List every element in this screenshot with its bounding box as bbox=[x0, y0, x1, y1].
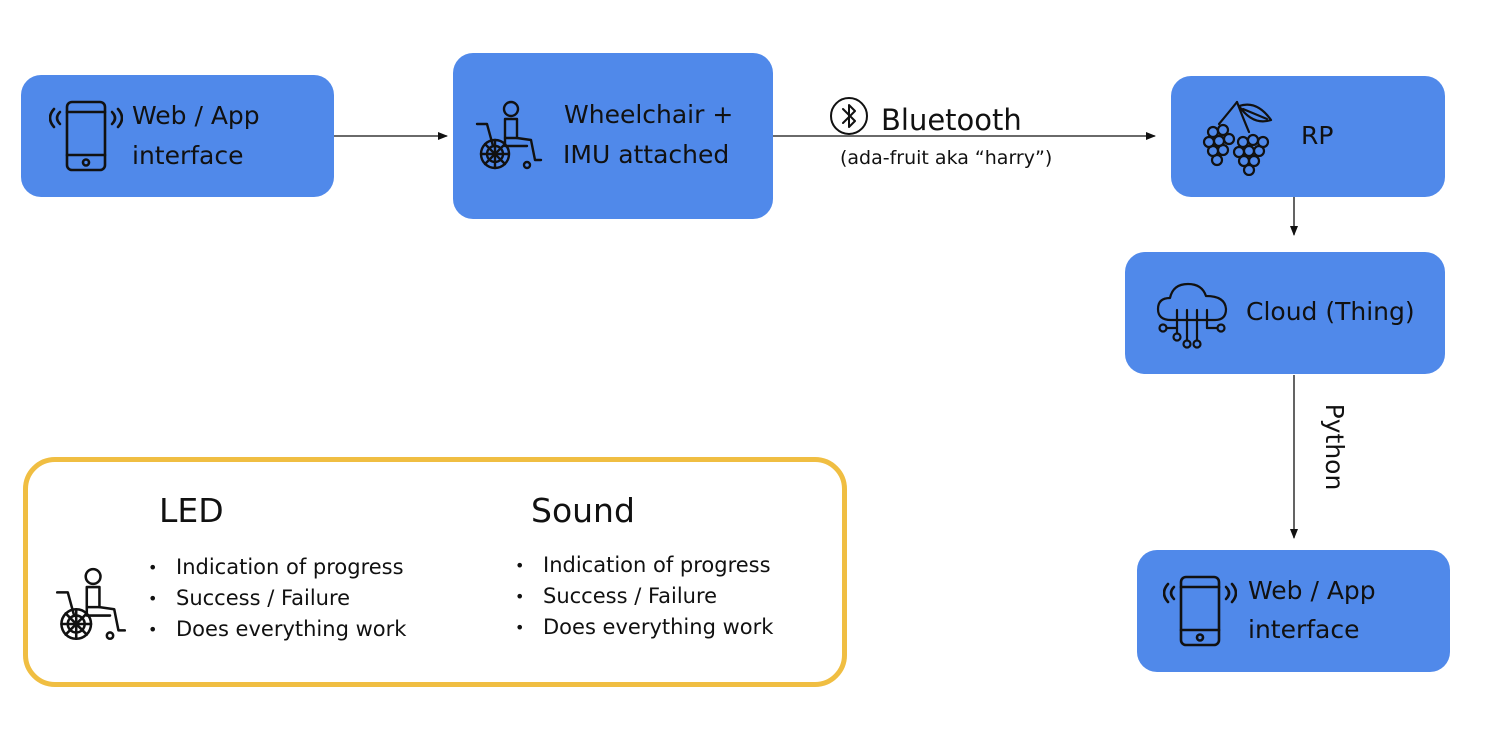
bluetooth-label: Bluetooth bbox=[881, 103, 1022, 137]
node-wheelchair-line1: Wheelchair + bbox=[564, 100, 734, 129]
sound-title: Sound bbox=[531, 491, 635, 530]
node-web-app-bottom-line2: interface bbox=[1248, 615, 1360, 644]
cloud-network-icon bbox=[1156, 282, 1228, 349]
sound-item: Does everything work bbox=[515, 612, 773, 643]
node-rp-label: RP bbox=[1301, 121, 1334, 150]
node-wheelchair-line2: IMU attached bbox=[563, 140, 730, 169]
node-rp: RP bbox=[1171, 76, 1445, 197]
smartphone-signal-icon bbox=[49, 100, 123, 172]
node-web-app-top-line2: interface bbox=[132, 141, 244, 170]
raspberry-icon bbox=[1202, 100, 1273, 176]
node-web-app-top-line1: Web / App bbox=[132, 101, 260, 130]
wheelchair-user-icon bbox=[55, 567, 127, 641]
sound-list: Indication of progress Success / Failure… bbox=[515, 550, 773, 643]
node-cloud: Cloud (Thing) bbox=[1125, 252, 1445, 374]
led-list: Indication of progress Success / Failure… bbox=[148, 552, 406, 645]
node-web-app-bottom-line1: Web / App bbox=[1248, 576, 1376, 605]
node-web-app-bottom: Web / App interface bbox=[1137, 550, 1450, 672]
sound-item: Success / Failure bbox=[515, 581, 773, 612]
led-item: Success / Failure bbox=[148, 583, 406, 614]
node-cloud-label: Cloud (Thing) bbox=[1246, 297, 1415, 326]
bluetooth-sublabel: (ada-fruit aka “harry”) bbox=[840, 147, 1053, 169]
wheelchair-user-icon bbox=[475, 100, 543, 170]
feedback-legend-box: LED Indication of progress Success / Fai… bbox=[23, 457, 847, 687]
python-label: Python bbox=[1320, 403, 1349, 491]
led-title: LED bbox=[159, 491, 224, 530]
led-item: Indication of progress bbox=[148, 552, 406, 583]
smartphone-signal-icon bbox=[1163, 575, 1237, 647]
node-wheelchair-imu: Wheelchair + IMU attached bbox=[453, 53, 773, 219]
node-web-app-top: Web / App interface bbox=[21, 75, 334, 197]
bluetooth-icon bbox=[830, 97, 868, 135]
sound-item: Indication of progress bbox=[515, 550, 773, 581]
led-item: Does everything work bbox=[148, 614, 406, 645]
